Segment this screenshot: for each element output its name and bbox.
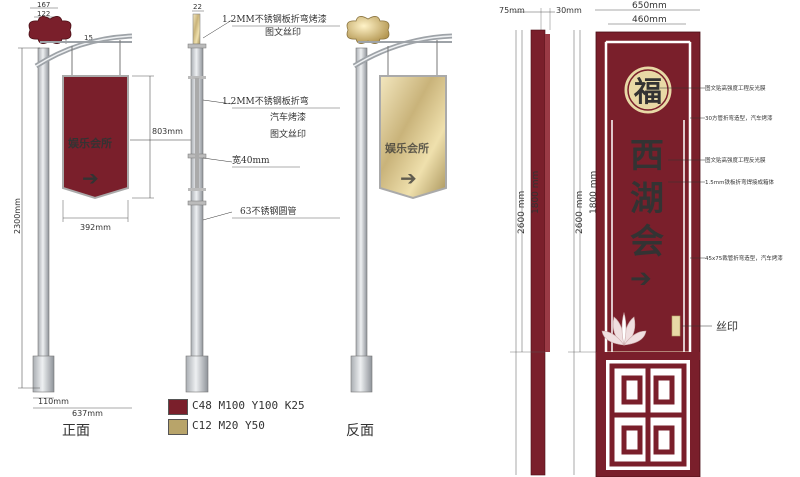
lotus-icon (601, 311, 647, 346)
front-view-label: 正面 (62, 423, 90, 439)
dim-1800-a: 1800 mm (531, 171, 541, 214)
side-note-1: 1.2MM不锈钢板折弯烤漆 (222, 13, 327, 25)
pole-cap-ornament (28, 16, 72, 44)
totem-name-char-3: 会 (630, 222, 664, 262)
front-sign-arrow: ➔ (82, 166, 99, 190)
side-note-7: 63不锈钢圆管 (240, 205, 296, 217)
totem-logo-char: 福 (633, 75, 662, 108)
legend-label-gold: C12 M20 Y50 (192, 419, 265, 432)
totem-sign: 75mm 30mm 650mm 460mm 2600 mm 1800 mm 26… (499, 1, 783, 477)
totem-side-profile (530, 29, 546, 476)
dim-top-width2: 122 (37, 10, 50, 18)
dim-75: 75mm (499, 6, 525, 15)
dim-sign-width: 392mm (80, 223, 111, 232)
side-note-4: 汽车烤漆 (270, 111, 306, 123)
pole-base (32, 355, 55, 393)
totem-name-char-2: 湖 (630, 179, 664, 219)
dim-small: 15 (84, 34, 93, 42)
back-view: 娱乐会所 ➔ (346, 16, 453, 393)
side-note-6: 宽40mm (232, 154, 270, 166)
back-sign-text: 娱乐会所 (385, 141, 429, 155)
dim-base-width: 110mm (38, 397, 69, 406)
totem-note-4: 1.5mm铁板折弯焊接成箱体 (705, 178, 774, 186)
dim-sign-height: 803mm (152, 127, 183, 136)
dim-650: 650mm (632, 1, 667, 11)
totem-note-3: 图文贴高强度工程反光膜 (705, 156, 766, 164)
front-view: 167 122 145 15 娱乐会所 ➔ 2300mm 803mm (13, 1, 200, 418)
dim-height-total: 2300mm (13, 198, 22, 234)
screen-print-mark (671, 315, 681, 337)
dim-arm-width: 637mm (72, 409, 103, 418)
back-sign-panel (379, 75, 447, 200)
side-top-dim: 22 (193, 3, 202, 11)
back-cap-ornament (346, 16, 390, 44)
legend-swatch-maroon (168, 399, 188, 415)
dim-1800-b: 1800 mm (589, 171, 599, 214)
side-note-2: 图文丝印 (265, 26, 301, 38)
dim-460: 460mm (632, 15, 667, 25)
back-sign-arrow: ➔ (400, 166, 417, 190)
front-sign-text: 娱乐会所 (68, 136, 112, 150)
legend-swatch-gold (168, 419, 188, 435)
side-view: 22 1.2MM不锈钢板折弯烤漆 图文丝印 1.2MM不锈钢板折弯 汽车烤漆 图… (185, 3, 340, 393)
dim-30: 30mm (556, 6, 582, 15)
main-pole (37, 47, 50, 359)
totem-screen-print-label: 丝印 (716, 320, 738, 333)
front-sign-panel (62, 75, 129, 200)
side-base (185, 355, 209, 393)
totem-note-2: 30方管折弯造型，汽车烤漆 (705, 114, 773, 122)
side-note-3: 1.2MM不锈钢板折弯 (222, 95, 309, 107)
totem-arrow: ➔ (630, 264, 652, 294)
back-view-label: 反面 (346, 423, 374, 439)
dim-top-width: 167 (37, 1, 50, 9)
totem-name-char-1: 西 (630, 136, 664, 176)
side-note-5: 图文丝印 (270, 128, 306, 140)
totem-logo-circle (623, 65, 673, 115)
totem-note-5: 45x75裁管折弯造型，汽车烤漆 (705, 254, 783, 262)
totem-note-1: 图文贴高强度工程反光膜 (705, 84, 766, 92)
legend-label-maroon: C48 M100 Y100 K25 (192, 399, 305, 412)
